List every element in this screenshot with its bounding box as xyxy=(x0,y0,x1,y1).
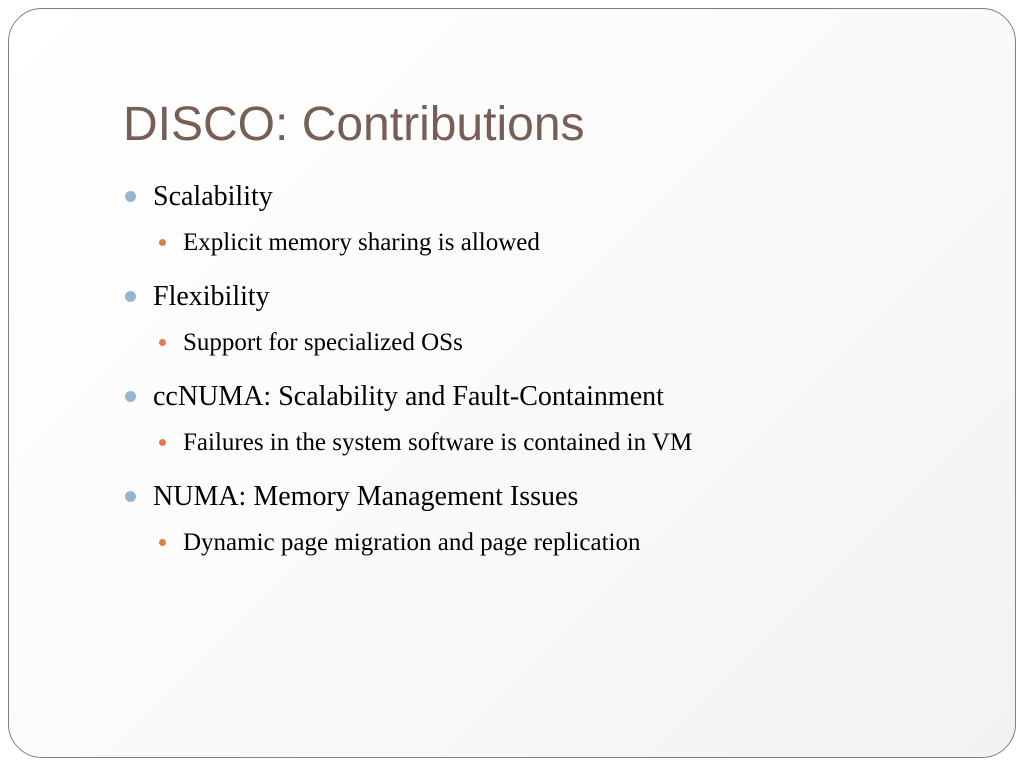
sub-bullet-text: Support for specialized OSs xyxy=(183,329,463,356)
slide: DISCO: Contributions Scalability Explici… xyxy=(8,8,1016,758)
slide-title: DISCO: Contributions xyxy=(123,98,585,151)
sub-bullet-icon xyxy=(159,439,166,446)
sub-bullet-icon xyxy=(159,239,166,246)
sub-bullet-item: Support for specialized OSs xyxy=(123,325,692,361)
sub-bullet-text: Failures in the system software is conta… xyxy=(183,429,693,456)
bullet-icon xyxy=(125,391,136,402)
sub-bullet-text: Dynamic page migration and page replicat… xyxy=(183,529,641,556)
bullet-item-flexibility: Flexibility xyxy=(123,277,692,317)
sub-bullet-item: Explicit memory sharing is allowed xyxy=(123,225,692,261)
sub-bullet-text: Explicit memory sharing is allowed xyxy=(183,229,540,256)
sub-bullet-item: Failures in the system software is conta… xyxy=(123,425,692,461)
sub-bullet-icon xyxy=(159,539,166,546)
bullet-item-scalability: Scalability xyxy=(123,177,692,217)
bullet-icon xyxy=(125,191,136,202)
bullet-list: Scalability Explicit memory sharing is a… xyxy=(123,177,692,577)
bullet-text: NUMA: Memory Management Issues xyxy=(153,481,579,512)
bullet-text: Flexibility xyxy=(153,281,270,312)
bullet-item-numa: NUMA: Memory Management Issues xyxy=(123,477,692,517)
sub-bullet-item: Dynamic page migration and page replicat… xyxy=(123,525,692,561)
sub-bullet-icon xyxy=(159,339,166,346)
bullet-item-ccnuma: ccNUMA: Scalability and Fault-Containmen… xyxy=(123,377,692,417)
bullet-icon xyxy=(125,491,136,502)
bullet-icon xyxy=(125,291,136,302)
bullet-text: ccNUMA: Scalability and Fault-Containmen… xyxy=(153,381,664,412)
bullet-text: Scalability xyxy=(153,181,273,212)
